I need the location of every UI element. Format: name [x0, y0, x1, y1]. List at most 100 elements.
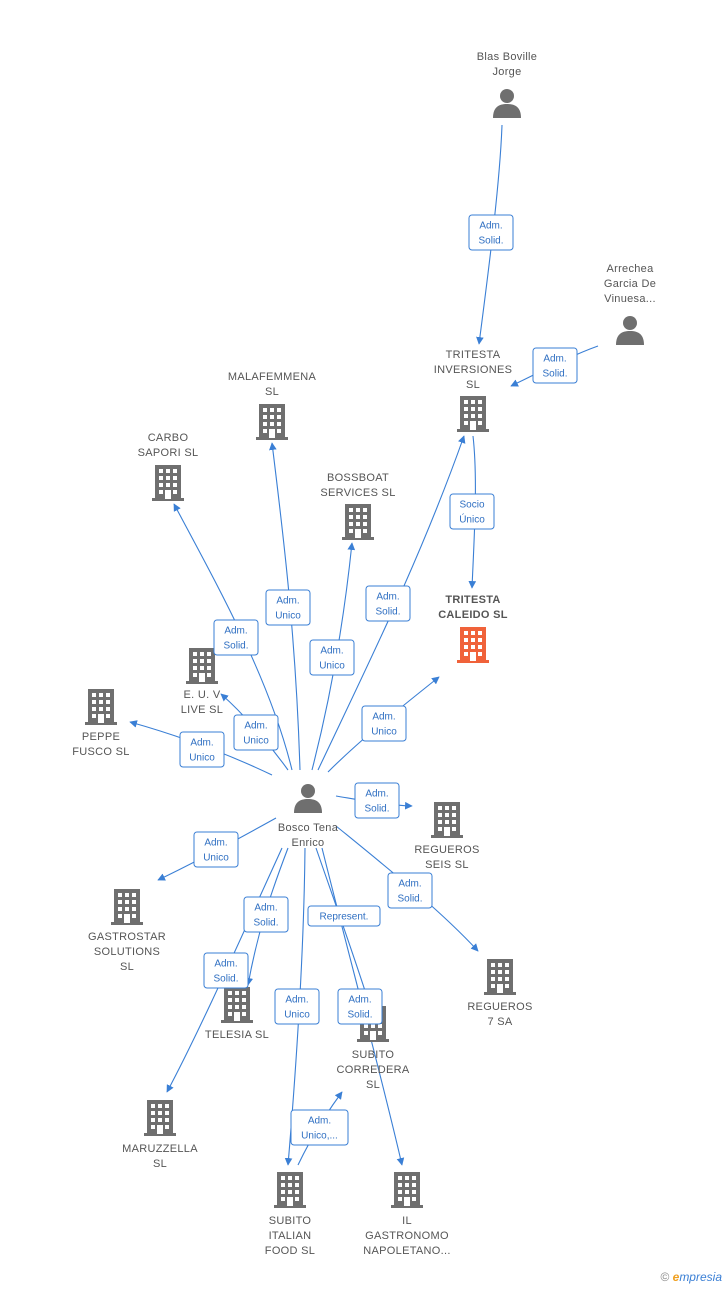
edge-label-bosco-regueros_seis[interactable]: Adm.Solid. — [354, 782, 400, 819]
node-label: MARUZZELLA — [122, 1143, 198, 1155]
edge-label-arrechea-tritesta_inv[interactable]: Adm.Solid. — [532, 347, 578, 384]
edge-label-bosco-tritesta_cal[interactable]: Adm. Unico — [361, 705, 407, 742]
node-label: Bosco Tena — [278, 822, 339, 834]
node-label: Arrechea — [606, 263, 654, 275]
edge-label-text: Unico — [275, 611, 301, 622]
node-label: Blas Boville — [477, 51, 537, 63]
edge-label-bosco-carbo[interactable]: Adm.Solid. — [213, 619, 259, 656]
edge-label-box — [337, 988, 383, 1025]
edge-label-text: Adm. — [372, 712, 395, 723]
edge-label-subito_ital-subito_corr[interactable]: Adm.Unico,... — [290, 1109, 349, 1146]
building-icon — [484, 959, 516, 995]
edge-label-text: Solid. — [478, 236, 503, 247]
edge-label-box — [309, 639, 355, 676]
edge-label-bosco-gastrostar[interactable]: Adm. Unico — [193, 831, 239, 868]
node-label: 7 SA — [487, 1016, 512, 1028]
edge-label-text: Unico — [243, 736, 269, 747]
edge-label-text: Unico — [371, 727, 397, 738]
edge-label-text: Adm. — [376, 592, 399, 603]
building-icon — [144, 1100, 176, 1136]
node-label: REGUEROS — [467, 1001, 532, 1013]
edge-label-bosco-malafemmena[interactable]: Adm.Unico — [265, 589, 311, 626]
node-telesia[interactable]: TELESIA SL — [205, 987, 269, 1041]
edge-label-text: Adm. — [254, 903, 277, 914]
edge-label-box — [290, 1109, 349, 1146]
edge-label-box — [274, 988, 320, 1025]
building-icon — [152, 465, 184, 501]
building-icon — [431, 802, 463, 838]
node-label: SL — [466, 379, 480, 391]
edge-label-text: Adm. — [285, 995, 308, 1006]
edge-label-bosco-tritesta_inv[interactable]: Adm.Solid. — [365, 585, 411, 622]
node-label: SAPORI SL — [138, 447, 199, 459]
brand-watermark: © empresia — [660, 1270, 722, 1284]
node-regueros_seis[interactable]: REGUEROS SEIS SL — [414, 802, 479, 871]
node-maruzzella[interactable]: MARUZZELLA SL — [122, 1100, 198, 1170]
edge-label-text: Socio — [459, 500, 484, 511]
edge-label-text: Adm. — [204, 838, 227, 849]
edge-label-bosco-maruzzella[interactable]: Adm. Solid. — [203, 952, 249, 989]
node-label: E. U. V — [184, 689, 221, 701]
edge-label-bosco-regueros7[interactable]: Adm.Solid. — [387, 872, 433, 909]
edge-label-text: Solid. — [213, 974, 238, 985]
node-label: SL — [153, 1158, 167, 1170]
edge-label-text: Solid. — [253, 918, 278, 929]
edge-label-text: Unico — [189, 753, 215, 764]
node-label: SUBITO — [352, 1049, 395, 1061]
edge-label-bosco-bossboat[interactable]: Adm.Unico — [309, 639, 355, 676]
node-label: NAPOLETANO... — [363, 1245, 450, 1257]
edge-label-text: Unico — [203, 853, 229, 864]
node-label: TRITESTA — [445, 594, 500, 606]
edge-label-bosco-subito_ital[interactable]: Adm.Unico — [274, 988, 320, 1025]
edge-label-text: Solid. — [542, 369, 567, 380]
node-euv[interactable]: E. U. V LIVE SL — [181, 648, 223, 716]
node-label: FOOD SL — [265, 1245, 315, 1257]
edge-label-text: Adm. — [190, 738, 213, 749]
brand-logo-e: e — [672, 1270, 680, 1284]
node-label: REGUEROS — [414, 844, 479, 856]
edge-label-bosco-telesia[interactable]: Adm. Solid. — [243, 896, 289, 933]
edge-label-text: Adm. — [214, 959, 237, 970]
node-label: SEIS SL — [425, 859, 469, 871]
building-icon-highlight — [457, 627, 489, 663]
edge-label-blas-tritesta_inv[interactable]: Adm. Solid. — [468, 214, 514, 251]
edge-label-text: Adm. — [224, 626, 247, 637]
edge-label-bosco-peppe[interactable]: Adm. Unico — [179, 731, 225, 768]
edge-label-box — [365, 585, 411, 622]
edge-label-text: Adm. — [398, 879, 421, 890]
node-regueros7[interactable]: REGUEROS 7 SA — [467, 959, 532, 1028]
edge-label-text: Adm. — [365, 789, 388, 800]
edge-label-text: Unico — [319, 661, 345, 672]
edge-label-bosco-subito_corr[interactable]: Represent. — [307, 905, 381, 927]
node-label: SERVICES SL — [320, 487, 395, 499]
node-il_gastro[interactable]: ILGASTRONOMONAPOLETANO... — [363, 1172, 450, 1257]
edge-label-text: Adm. — [479, 221, 502, 232]
building-icon — [85, 689, 117, 725]
edge-label-text: Adm. — [244, 721, 267, 732]
node-label: Garcia De — [604, 278, 656, 290]
edge-label-bosco-euv[interactable]: Adm. Unico — [233, 714, 279, 751]
edge-label-box — [243, 896, 289, 933]
node-label: SL — [120, 961, 134, 973]
node-label: ITALIAN — [269, 1230, 312, 1242]
node-label: LIVE SL — [181, 704, 223, 716]
node-label: GASTROSTAR — [88, 931, 166, 943]
building-icon — [391, 1172, 423, 1208]
edge-label-box — [532, 347, 578, 384]
edge-label-bosco-il_gastro[interactable]: Adm.Solid. — [337, 988, 383, 1025]
node-label: SL — [366, 1079, 380, 1091]
